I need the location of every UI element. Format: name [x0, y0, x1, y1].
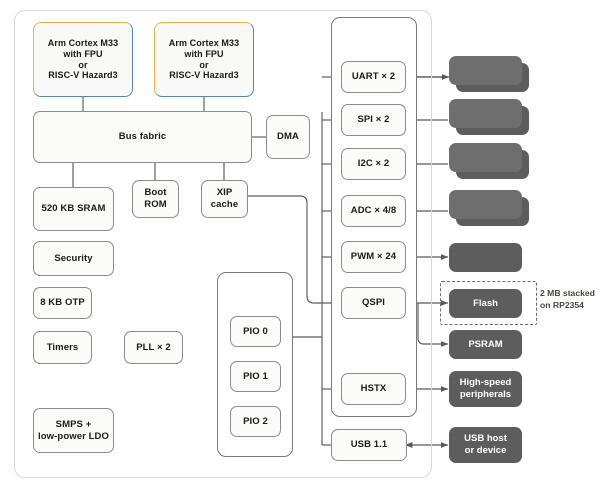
external-usb-host-device: USB host or device [449, 427, 522, 463]
cpu-core-1-line3: or [199, 59, 209, 70]
smps-ldo-line1: SMPS + [55, 418, 92, 430]
boot-rom-line2: ROM [144, 199, 167, 210]
external-usb-line2: or device [464, 445, 507, 456]
adc-label: ADC × 4/8 [350, 205, 397, 217]
cpu-core-0-line1: Arm Cortex M33 [47, 37, 119, 48]
dma-block: DMA [266, 115, 310, 159]
qspi-block: QSPI [341, 287, 406, 319]
external-hsp-line2: peripherals [459, 389, 512, 400]
cpu-core-0-line3: or [78, 59, 88, 70]
pio-1-label: PIO 1 [243, 370, 268, 382]
xip-cache-line1: XIP [216, 187, 233, 199]
timers-label: Timers [46, 341, 79, 353]
xip-cache-block: XIP cache [201, 180, 248, 218]
cpu-core-0-line4: RISC-V Hazard3 [48, 70, 118, 81]
cpu-core-1-line2: with FPU [184, 48, 224, 59]
external-peripheral-spi [449, 99, 529, 135]
hstx-block: HSTX [341, 373, 406, 405]
pwm-label: PWM × 24 [350, 251, 397, 263]
boot-rom-block: Boot ROM [132, 180, 179, 218]
security-label: Security [54, 252, 93, 264]
xip-cache-line2: cache [210, 199, 239, 210]
smps-ldo-line2: low-power LDO [38, 430, 109, 442]
external-peripheral-uart [449, 56, 529, 92]
qspi-label: QSPI [361, 297, 386, 309]
sram-block: 520 KB SRAM [33, 187, 114, 231]
pll-label: PLL × 2 [136, 341, 171, 353]
spi-block: SPI × 2 [341, 104, 406, 136]
cpu-core-0: Arm Cortex M33 with FPU or RISC-V Hazard… [33, 22, 133, 97]
cpu-core-1: Arm Cortex M33 with FPU or RISC-V Hazard… [154, 22, 254, 97]
uart-label: UART × 2 [351, 71, 396, 83]
flash-annotation: 2 MB stacked on RP2354 [540, 288, 601, 311]
pll-block: PLL × 2 [124, 331, 183, 364]
chip-boundary [14, 10, 432, 478]
pio-2-label: PIO 2 [243, 415, 268, 427]
pio-0-block: PIO 0 [230, 316, 281, 347]
external-usb-line1: USB host [464, 433, 507, 445]
hstx-label: HSTX [360, 383, 387, 395]
boot-rom-line1: Boot [144, 187, 167, 199]
external-peripheral-i2c [449, 143, 529, 179]
external-flash: Flash [449, 289, 522, 318]
adc-block: ADC × 4/8 [341, 195, 406, 227]
external-peripheral-adc [449, 190, 529, 226]
otp-block: 8 KB OTP [33, 287, 92, 319]
usb-block: USB 1.1 [331, 429, 407, 461]
security-block: Security [33, 241, 114, 276]
bus-fabric: Bus fabric [33, 111, 252, 163]
sram-label: 520 KB SRAM [41, 203, 106, 215]
external-psram: PSRAM [449, 330, 522, 359]
external-flash-label: Flash [473, 297, 498, 309]
timers-block: Timers [33, 331, 92, 364]
external-hsp-line1: High-speed [459, 377, 512, 389]
bus-fabric-label: Bus fabric [118, 131, 167, 143]
pio-0-label: PIO 0 [243, 325, 268, 337]
i2c-label: I2C × 2 [357, 158, 390, 170]
pwm-block: PWM × 24 [341, 241, 406, 273]
uart-block: UART × 2 [341, 61, 406, 93]
smps-ldo-block: SMPS + low-power LDO [33, 408, 114, 453]
spi-label: SPI × 2 [357, 114, 390, 126]
pio-1-block: PIO 1 [230, 361, 281, 392]
external-high-speed-peripherals: High-speed peripherals [449, 371, 522, 407]
flash-annotation-line2: on RP2354 [540, 299, 584, 310]
flash-annotation-line1: 2 MB stacked [540, 288, 595, 298]
i2c-block: I2C × 2 [341, 148, 406, 180]
cpu-core-1-line4: RISC-V Hazard3 [169, 70, 239, 81]
cpu-core-0-line2: with FPU [63, 48, 103, 59]
dma-label: DMA [277, 131, 299, 143]
cpu-core-1-line1: Arm Cortex M33 [168, 37, 240, 48]
external-peripheral-pwm [449, 243, 522, 272]
external-psram-label: PSRAM [468, 338, 503, 350]
usb-label: USB 1.1 [350, 439, 388, 451]
pio-2-block: PIO 2 [230, 406, 281, 437]
otp-label: 8 KB OTP [40, 297, 85, 309]
